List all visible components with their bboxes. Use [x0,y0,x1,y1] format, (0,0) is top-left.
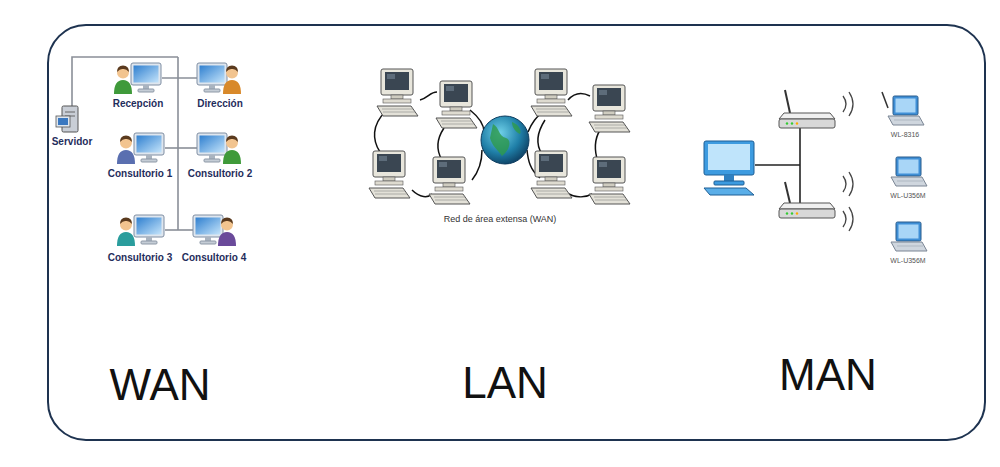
desktop-computer-icon [436,81,477,128]
network-wire [165,147,197,149]
desktop-computer-icon [369,69,630,204]
wireless-signal [843,176,846,192]
desktop-computer-icon [704,141,754,195]
network-wire [755,128,800,204]
router-icon [779,90,835,218]
globe-icon [481,116,529,164]
workstation-icon [134,215,164,244]
router-icon [785,90,790,113]
network-cable [420,92,437,100]
station-label: Servidor [52,136,93,148]
desktop-computer-icon [589,85,630,132]
network-cable [538,120,545,154]
workstation-icon [114,66,132,95]
globe-icon [512,122,521,134]
wireless-signal [849,207,853,231]
network-cable [375,112,385,152]
laptop-icon [882,92,888,108]
globe-icon [481,116,529,164]
workstation-icon [223,136,241,165]
laptop-icon [888,96,924,125]
workstation-icon [134,133,164,162]
desktop-computer-icon [377,69,418,116]
station-label: Recepción [113,98,164,110]
wireless-signal [849,92,853,116]
laptop-icon [891,222,927,251]
desktop-computer-icon [531,151,572,198]
station-label: Consultorio 3 [108,252,172,264]
workstation-icon [117,136,135,165]
network-cable [472,150,482,180]
desktop-computer-icon [531,69,572,116]
wireless-signal [849,172,853,196]
desktop-computer-icon [589,157,630,204]
network-cable [438,128,444,160]
desktop-computer-icon [704,141,754,195]
device-model-label: WL-U356M [890,257,925,265]
workstation-icon [193,215,223,244]
workstation-icon [114,63,241,246]
network-wire [177,57,179,230]
frame-border [48,25,985,440]
network-wire [165,229,193,231]
device-model-label: WL-U356M [890,192,925,200]
server-icon [56,116,70,127]
globe-icon [490,124,509,156]
workstation-icon [218,218,236,247]
server-icon [56,106,78,132]
wireless-signal [843,96,846,112]
device-model-label: WL-8316 [891,131,919,139]
workstation-icon [131,63,161,92]
station-label: Consultorio 1 [108,168,172,180]
network-type-label: WAN [109,360,210,411]
workstation-icon [197,133,227,162]
network-wire [162,77,197,79]
network-wire [755,164,800,166]
laptop-icon [882,92,927,251]
server-icon [58,118,68,125]
network-cable [412,190,432,197]
station-label: Consultorio 4 [182,252,246,264]
workstation-icon [197,63,227,92]
wireless-signal [843,211,846,227]
caption-text: Red de área extensa (WAN) [444,214,557,224]
network-cable [568,93,590,100]
workstation-icon [223,66,241,95]
network-type-label: LAN [462,358,548,409]
station-label: Consultorio 2 [188,168,252,180]
router-icon [785,182,790,203]
station-label: Dirección [197,98,243,110]
desktop-computer-icon [429,157,470,204]
workstation-icon [117,218,135,247]
desktop-computer-icon [369,151,410,198]
wireless-signal [843,92,853,231]
network-wire [799,128,801,204]
router-icon [779,113,835,128]
server-icon [65,112,75,113]
network-type-label: MAN [779,350,877,401]
laptop-icon [891,157,927,186]
router-icon [779,203,835,218]
